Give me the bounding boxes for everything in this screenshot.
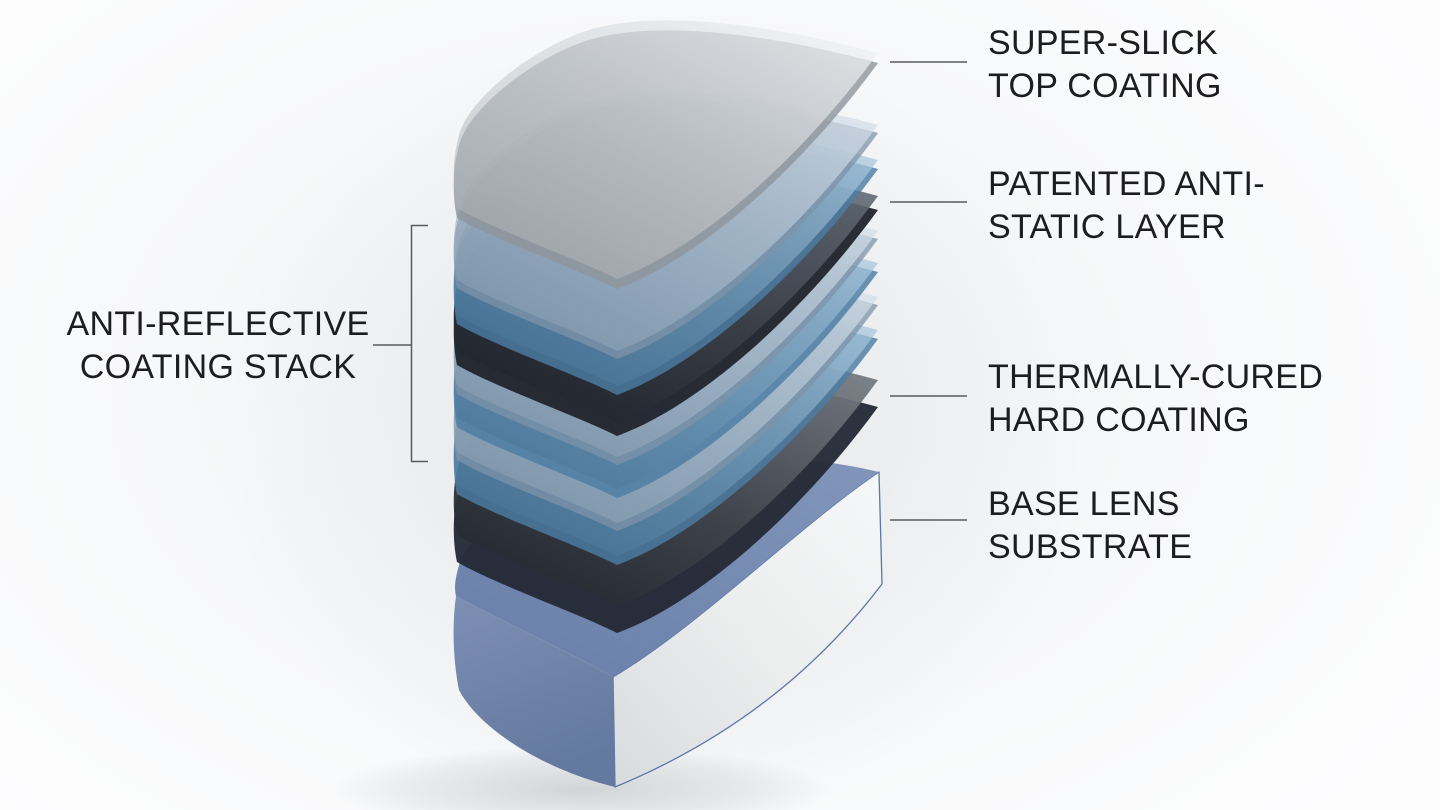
annotation-lines	[373, 61, 967, 521]
label-line: SUPER-SLICK	[988, 24, 1219, 62]
bracket-ar-coating-stack	[410, 224, 428, 463]
label-patented-anti-static-layer: PATENTED ANTI- STATIC LAYER	[988, 163, 1265, 249]
label-line: BASE LENS	[988, 485, 1180, 523]
substrate-shadow	[330, 746, 830, 810]
label-line: THERMALLY-CURED	[988, 358, 1324, 396]
label-line: PATENTED ANTI-	[988, 165, 1265, 203]
substrate-front-face	[453, 596, 615, 787]
label-anti-reflective-coating-stack: ANTI-REFLECTIVE COATING STACK	[38, 303, 398, 389]
label-line: STATIC LAYER	[988, 208, 1226, 246]
label-line: TOP COATING	[988, 67, 1222, 105]
label-line: SUBSTRATE	[988, 528, 1193, 566]
label-super-slick-top-coating: SUPER-SLICK TOP COATING	[988, 22, 1222, 108]
label-line: ANTI-REFLECTIVE	[66, 305, 370, 343]
label-line: HARD COATING	[988, 401, 1250, 439]
label-thermally-cured-hard-coating: THERMALLY-CURED HARD COATING	[988, 356, 1323, 442]
label-line: COATING STACK	[79, 348, 357, 386]
label-base-lens-substrate: BASE LENS SUBSTRATE	[988, 483, 1192, 569]
